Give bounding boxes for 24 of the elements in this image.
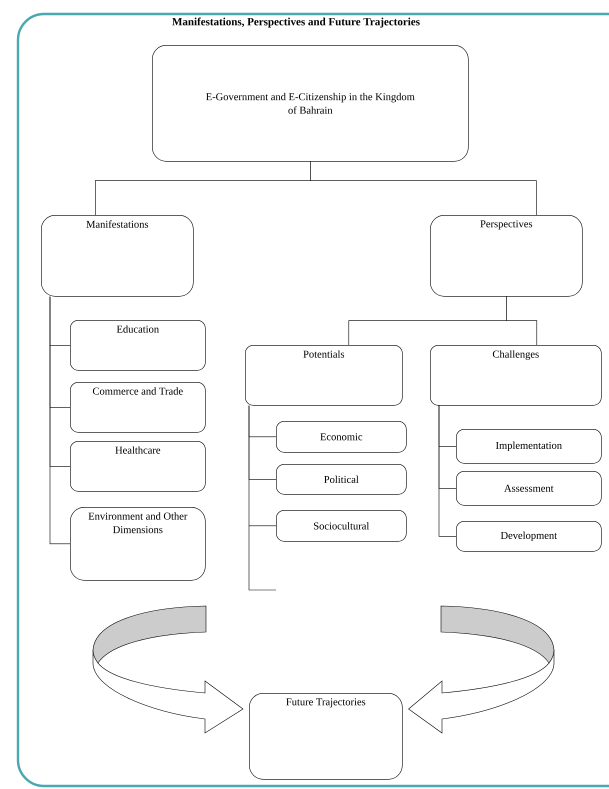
text-box: Commerce and Trade (70, 382, 206, 433)
outcome-box: Future Trajectories (249, 693, 403, 780)
connector-line (438, 405, 456, 537)
text-box: Perspectives (430, 215, 583, 297)
connector-line (310, 161, 537, 216)
curved-block-arrow (408, 606, 554, 734)
text-box: Assessment (456, 471, 602, 506)
text-box: Development (456, 521, 602, 552)
title: Manifestations, Perspectives and Future Trajectories (172, 18, 420, 28)
text-box: Healthcare (70, 441, 206, 492)
text-box: Political (276, 464, 407, 495)
text-box: Manifestations (41, 215, 194, 297)
text-box: Challenges (430, 345, 602, 406)
curved-block-arrow (92, 606, 244, 734)
root-box: E-Government and E-Citizenship in the Kingdom of Bahrain (152, 45, 469, 162)
text-box: Implementation (456, 429, 602, 464)
text-box: Economic (276, 421, 407, 453)
connector-line (50, 296, 70, 544)
connector-line (248, 405, 276, 526)
text-box: Potentials (245, 345, 403, 406)
text-box: Environment and Other Dimensions (70, 507, 206, 581)
connector-line (506, 296, 538, 346)
text-box: Sociocultural (276, 510, 407, 542)
text-box: Education (70, 320, 206, 371)
